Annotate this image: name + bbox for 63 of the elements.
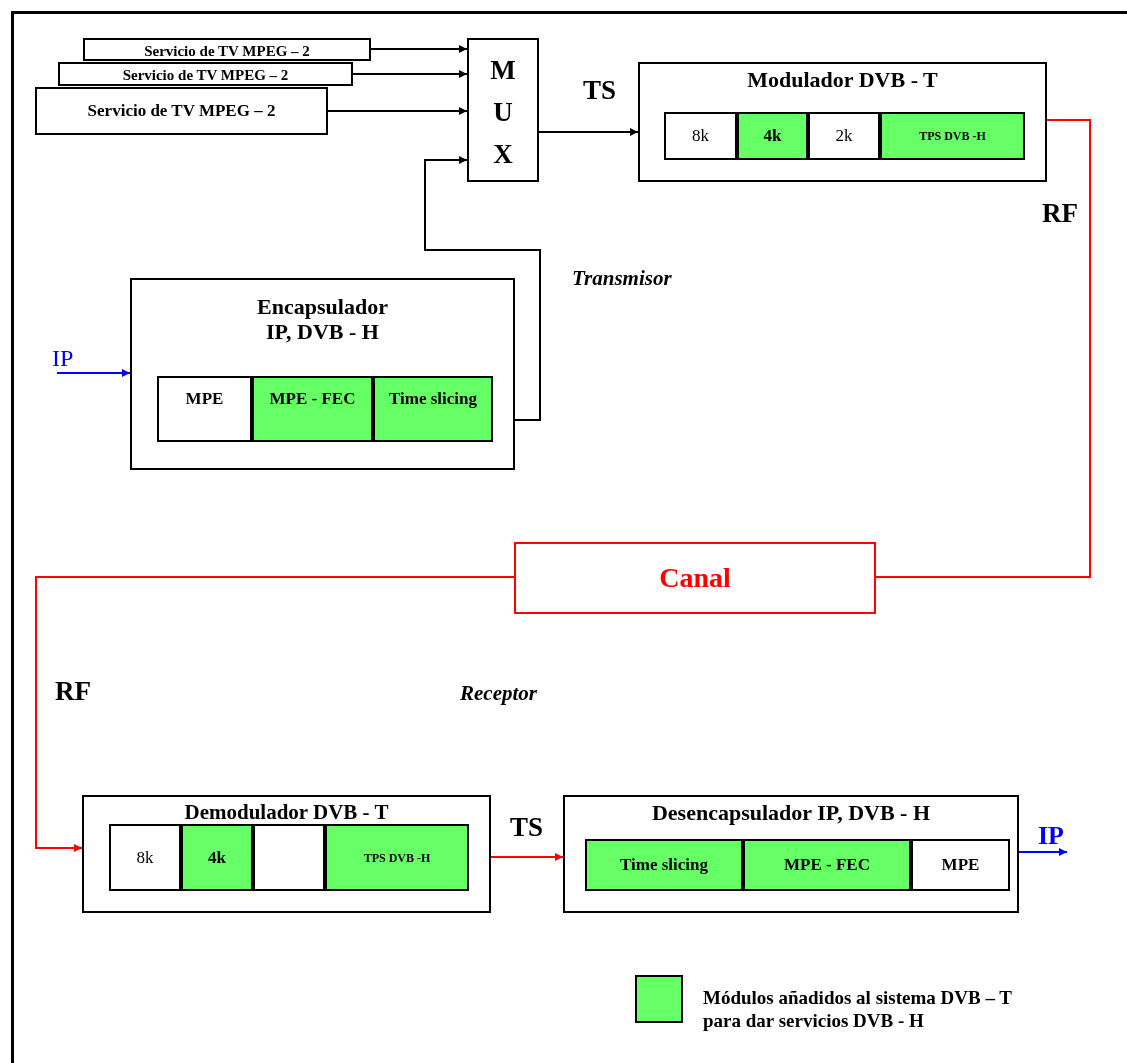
service-label: Servicio de TV MPEG – 2 xyxy=(86,101,277,121)
signal-label: IP xyxy=(52,343,92,373)
mux-label: M U X xyxy=(489,54,517,171)
arrow xyxy=(35,576,515,852)
module-label: Time slicing xyxy=(619,855,709,875)
service-box xyxy=(58,62,353,86)
module-label: 8k xyxy=(135,847,155,868)
module-label: MPE xyxy=(940,855,981,875)
module-label: 4k xyxy=(207,847,227,868)
module-label: Time slicing xyxy=(388,388,478,410)
arrow xyxy=(327,107,468,115)
module-label: 4k xyxy=(762,126,783,146)
module-label: MPE - FEC xyxy=(268,388,357,410)
arrow xyxy=(538,128,639,136)
signal-label: IP xyxy=(1038,820,1078,852)
arrow xyxy=(370,45,468,53)
arrow xyxy=(1018,848,1068,856)
arrow xyxy=(424,156,541,421)
module-label: TPS DVB -H xyxy=(362,850,432,865)
service-label: Servicio de TV MPEG – 2 xyxy=(143,42,311,61)
block-title: Encapsulador IP, DVB - H xyxy=(256,294,389,345)
service-box xyxy=(35,87,328,135)
block-box xyxy=(563,795,1019,913)
block-title: Demodulador DVB - T xyxy=(183,800,390,825)
block-box xyxy=(82,795,491,913)
module-cell xyxy=(373,376,493,442)
service-box xyxy=(83,38,371,61)
block-box xyxy=(130,278,515,470)
edge-label: RF xyxy=(55,676,91,707)
connector-line xyxy=(875,119,1091,578)
section-label: Receptor xyxy=(460,681,537,706)
module-label: TPS DVB -H xyxy=(918,128,987,144)
module-label: MPE - FEC xyxy=(783,855,871,875)
module-cell xyxy=(157,376,252,442)
arrow xyxy=(56,369,131,377)
module-cell xyxy=(808,112,880,160)
edge-label: RF xyxy=(1042,198,1078,229)
block-title: Desencapsulador IP, DVB - H xyxy=(650,800,932,826)
service-label: Servicio de TV MPEG – 2 xyxy=(121,66,290,85)
module-cell xyxy=(325,824,469,891)
module-cell xyxy=(585,839,743,891)
module-label: MPE xyxy=(184,388,225,410)
module-cell xyxy=(911,839,1010,891)
section-label: Transmisor xyxy=(572,266,672,291)
mux-box xyxy=(467,38,539,182)
legend-label: Módulos añadidos al sistema DVB – T para dar servicios DVB - H xyxy=(703,986,1013,1033)
module-label: 8k xyxy=(691,126,710,146)
module-cell xyxy=(109,824,181,891)
block-title: Modulador DVB - T xyxy=(746,67,939,93)
module-cell xyxy=(664,112,737,160)
module-label: 2k xyxy=(834,126,854,146)
edge-label: TS xyxy=(583,75,617,106)
module-cell xyxy=(181,824,253,891)
arrow xyxy=(490,853,564,861)
module-cell xyxy=(880,112,1025,160)
block-box xyxy=(638,62,1047,182)
arrow xyxy=(352,70,468,78)
module-cell xyxy=(743,839,911,891)
channel-box xyxy=(514,542,876,614)
channel-label: Canal xyxy=(658,562,732,594)
edge-label: TS xyxy=(510,812,544,843)
module-cell xyxy=(252,376,373,442)
module-cell xyxy=(737,112,808,160)
